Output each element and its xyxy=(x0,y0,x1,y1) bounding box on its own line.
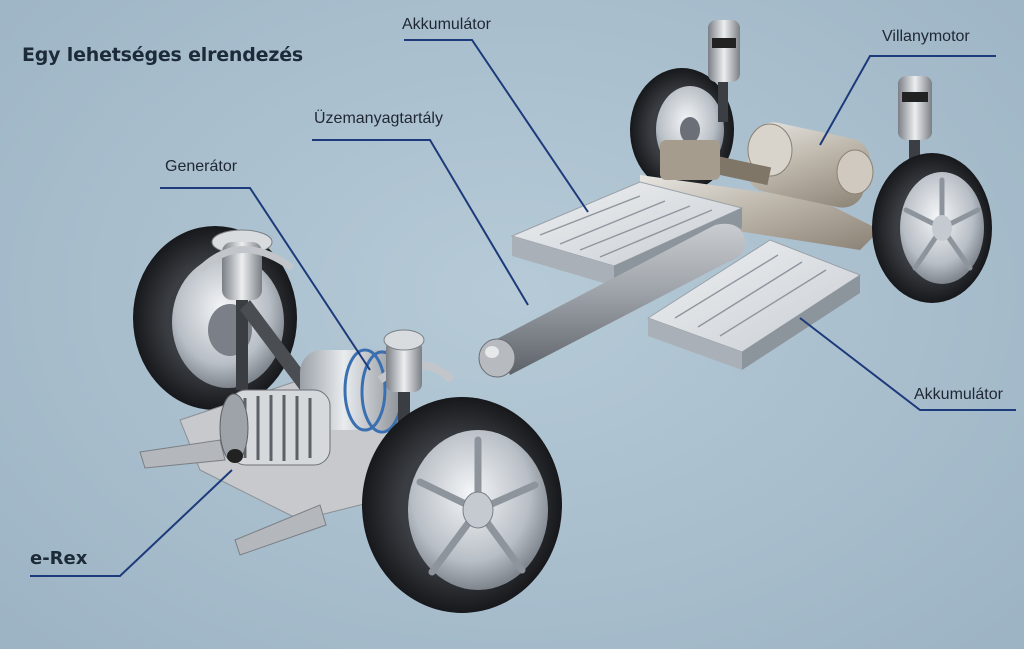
front-right-wheel xyxy=(362,397,562,613)
leader-lines xyxy=(30,39,1016,577)
page-title: Egy lehetséges elrendezés xyxy=(22,44,304,66)
leader-erex xyxy=(30,469,233,577)
label-erex: e-Rex xyxy=(30,548,88,569)
rear-right-wheel xyxy=(872,153,992,303)
e-rex-generator xyxy=(219,348,410,466)
leader-akkumulator-right xyxy=(799,317,1016,411)
label-generator: Generátor xyxy=(165,158,238,175)
leader-akkumulator-top xyxy=(404,39,589,213)
front-left-air-spring xyxy=(197,229,295,390)
electric-motor xyxy=(640,122,880,250)
leader-generator xyxy=(160,187,371,371)
rear-left-air-spring xyxy=(708,20,740,122)
battery-pack-right xyxy=(646,239,862,370)
label-akkumulator-top: Akkumulátor xyxy=(402,16,491,33)
fuel-tank xyxy=(478,223,746,378)
label-uzemanyagtartaly: Üzemanyagtartály xyxy=(314,110,443,127)
label-villanymotor: Villanymotor xyxy=(882,28,970,45)
label-akkumulator-right: Akkumulátor xyxy=(914,386,1003,403)
leader-uzemanyagtartaly xyxy=(312,139,529,306)
leader-villanymotor xyxy=(819,55,996,146)
